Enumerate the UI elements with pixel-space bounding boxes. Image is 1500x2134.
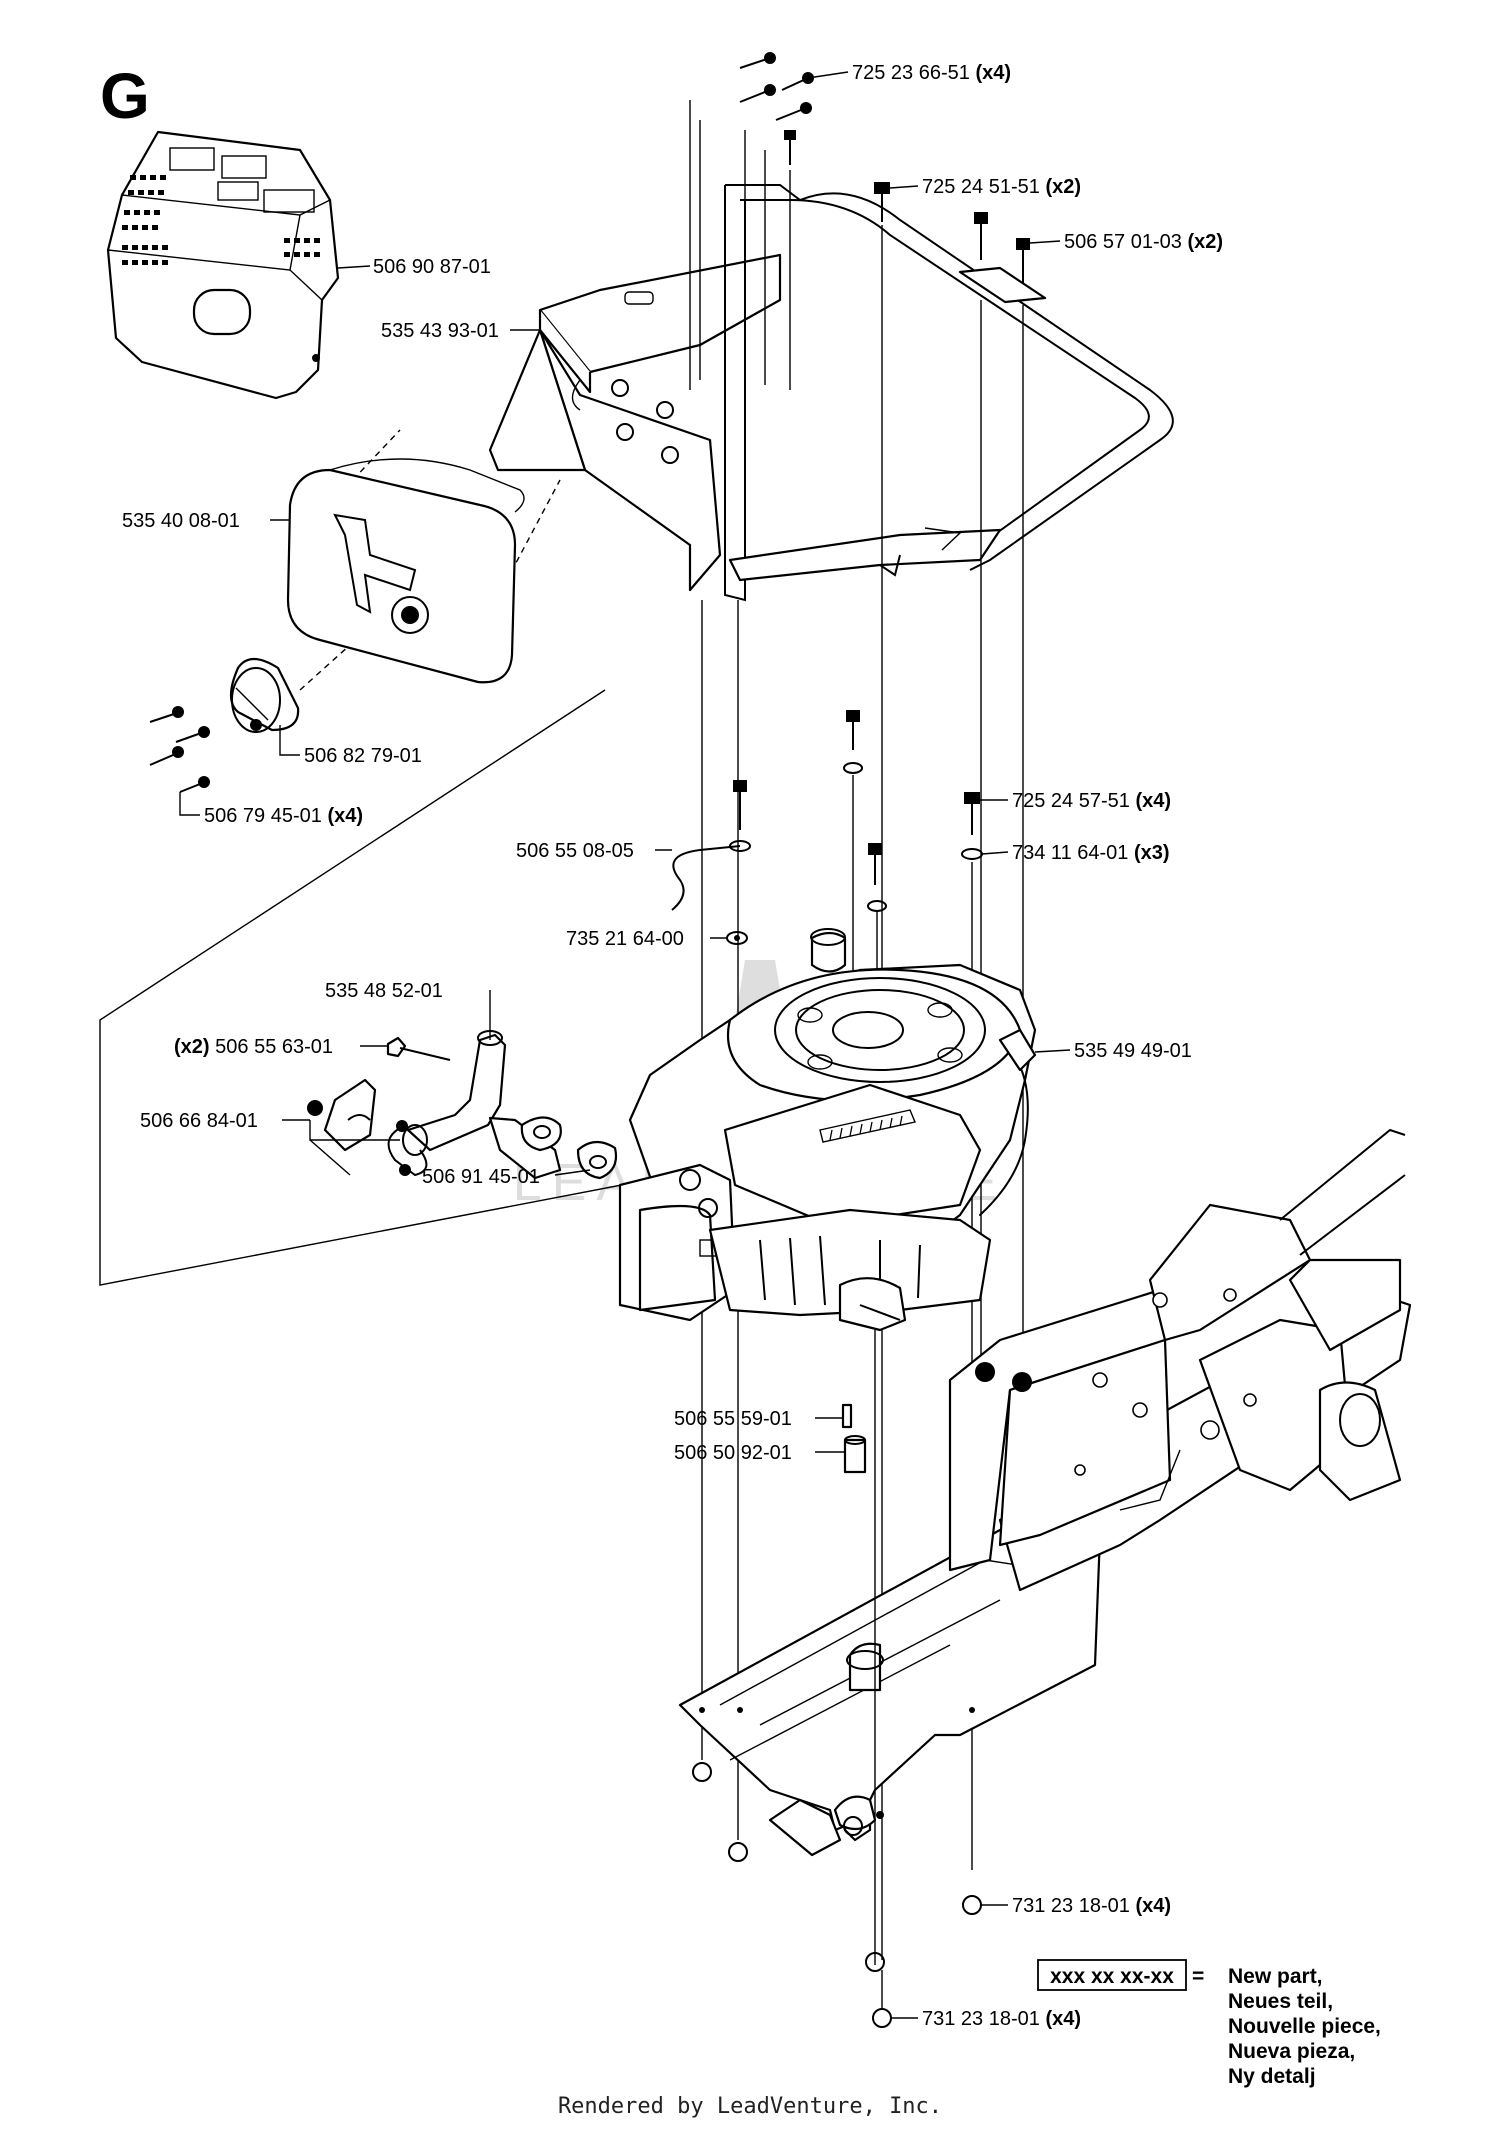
callout-c3: 506 57 01-03 (x2) (1064, 231, 1223, 253)
muffler-clamp (307, 1078, 428, 1177)
callout-c9: 725 24 57-51 (x4) (1012, 790, 1171, 812)
ground-wire (671, 845, 741, 911)
callout-c1: 725 23 66-51 (x4) (852, 62, 1011, 84)
callout-c20: 731 23 18-01 (x4) (1012, 1895, 1171, 1917)
callout-c6: 535 40 08-01 (122, 510, 240, 532)
leader-lines (179, 71, 1071, 2019)
mounting-bracket (488, 253, 782, 592)
callout-c19: 506 50 92-01 (674, 1442, 792, 1464)
legend: xxx xx xx-xx = New part, Neues teil, Nou… (1037, 1959, 1381, 2088)
exhaust-leader-box (99, 689, 701, 1286)
callout-c18: 506 55 59-01 (674, 1408, 792, 1430)
legend-box-text: xxx xx xx-xx (1050, 1965, 1174, 1988)
pin-and-spacer (841, 1403, 867, 1474)
legend-line-3: Nouvelle piece, (1228, 2015, 1381, 2038)
callout-c11: 734 11 64-01 (x3) (1012, 842, 1170, 864)
callout-c10: 506 55 08-05 (516, 840, 634, 862)
callout-c7: 506 82 79-01 (304, 745, 422, 767)
legend-line-2: Neues teil, (1228, 1990, 1333, 2013)
legend-equals: = (1192, 1965, 1204, 1988)
engine (618, 928, 1037, 1332)
footer-credit: Rendered by LeadVenture, Inc. (557, 2094, 943, 2119)
callout-c13: 535 48 52-01 (325, 980, 443, 1002)
exhaust-bolt (386, 1036, 451, 1061)
section-letter: G (100, 60, 150, 132)
nuts (692, 1330, 982, 2028)
air-filter-cover (106, 130, 340, 400)
callout-c12: 735 21 64-00 (566, 928, 684, 950)
callout-c14: 535 49 49-01 (1074, 1040, 1192, 1062)
callout-c2: 725 24 51-51 (x2) (922, 176, 1081, 198)
legend-line-1: New part, (1228, 1965, 1323, 1988)
legend-box (1037, 1959, 1187, 1991)
air-inlet-adapter (229, 657, 300, 733)
callout-c15: (x2) 506 55 63-01 (174, 1036, 333, 1058)
callout-c5: 535 43 93-01 (381, 320, 499, 342)
legend-line-4: Nueva pieza, (1228, 2040, 1355, 2063)
callout-c17: 506 91 45-01 (422, 1166, 540, 1188)
engine-frame-handle (724, 184, 1174, 602)
callout-c16: 506 66 84-01 (140, 1110, 258, 1132)
callout-labels: 725 23 66-51 (x4) 725 24 51-51 (x2) 506 … (122, 62, 1223, 2030)
callout-c21: 731 23 18-01 (x4) (922, 2008, 1081, 2030)
callout-c4: 506 90 87-01 (373, 256, 491, 278)
screws-air-cleaner (149, 706, 210, 793)
callout-c8: 506 79 45-01 (x4) (204, 805, 363, 827)
legend-line-5: Ny detalj (1228, 2065, 1316, 2088)
air-cleaner (286, 429, 561, 691)
exhaust-pipe (402, 1030, 618, 1180)
